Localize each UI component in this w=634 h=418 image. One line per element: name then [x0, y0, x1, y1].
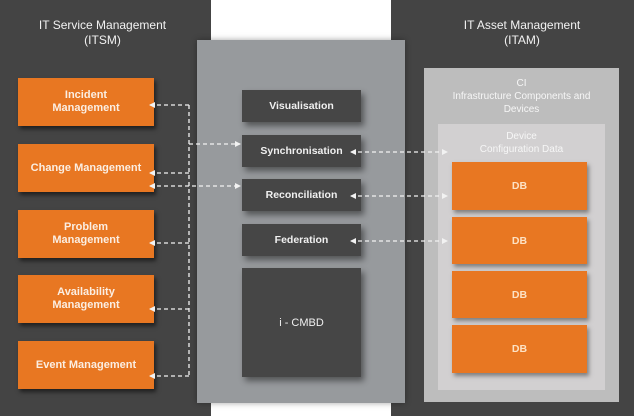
cmdb-core[interactable]: i - CMBD — [242, 268, 361, 377]
itsm-title-line2: (ITSM) — [84, 33, 121, 47]
process-availability-management[interactable]: Availability Management — [18, 275, 154, 323]
itsm-title-line1: IT Service Management — [38, 18, 167, 32]
database-3[interactable]: DB — [452, 271, 587, 318]
function-federation[interactable]: Federation — [242, 224, 361, 256]
device-config-label: Device Configuration Data — [479, 131, 564, 155]
itam-title: IT Asset Management (ITAM) — [424, 18, 620, 48]
process-change-management[interactable]: Change Management — [18, 144, 154, 192]
database-1[interactable]: DB — [452, 162, 587, 210]
function-synchronisation[interactable]: Synchronisation — [242, 135, 361, 167]
process-event-management[interactable]: Event Management — [18, 341, 154, 389]
process-incident-management[interactable]: Incident Management — [18, 78, 154, 126]
itam-title-line2: (ITAM) — [504, 33, 540, 47]
function-visualisation[interactable]: Visualisation — [242, 90, 361, 122]
itam-title-line1: IT Asset Management — [463, 18, 581, 32]
process-problem-management[interactable]: Problem Management — [18, 210, 154, 258]
function-reconciliation[interactable]: Reconciliation — [242, 179, 361, 211]
itsm-title: IT Service Management (ITSM) — [0, 18, 205, 48]
database-4[interactable]: DB — [452, 325, 587, 373]
ci-label: CI Infrastructure Components and Devices — [452, 78, 591, 115]
database-2[interactable]: DB — [452, 217, 587, 264]
